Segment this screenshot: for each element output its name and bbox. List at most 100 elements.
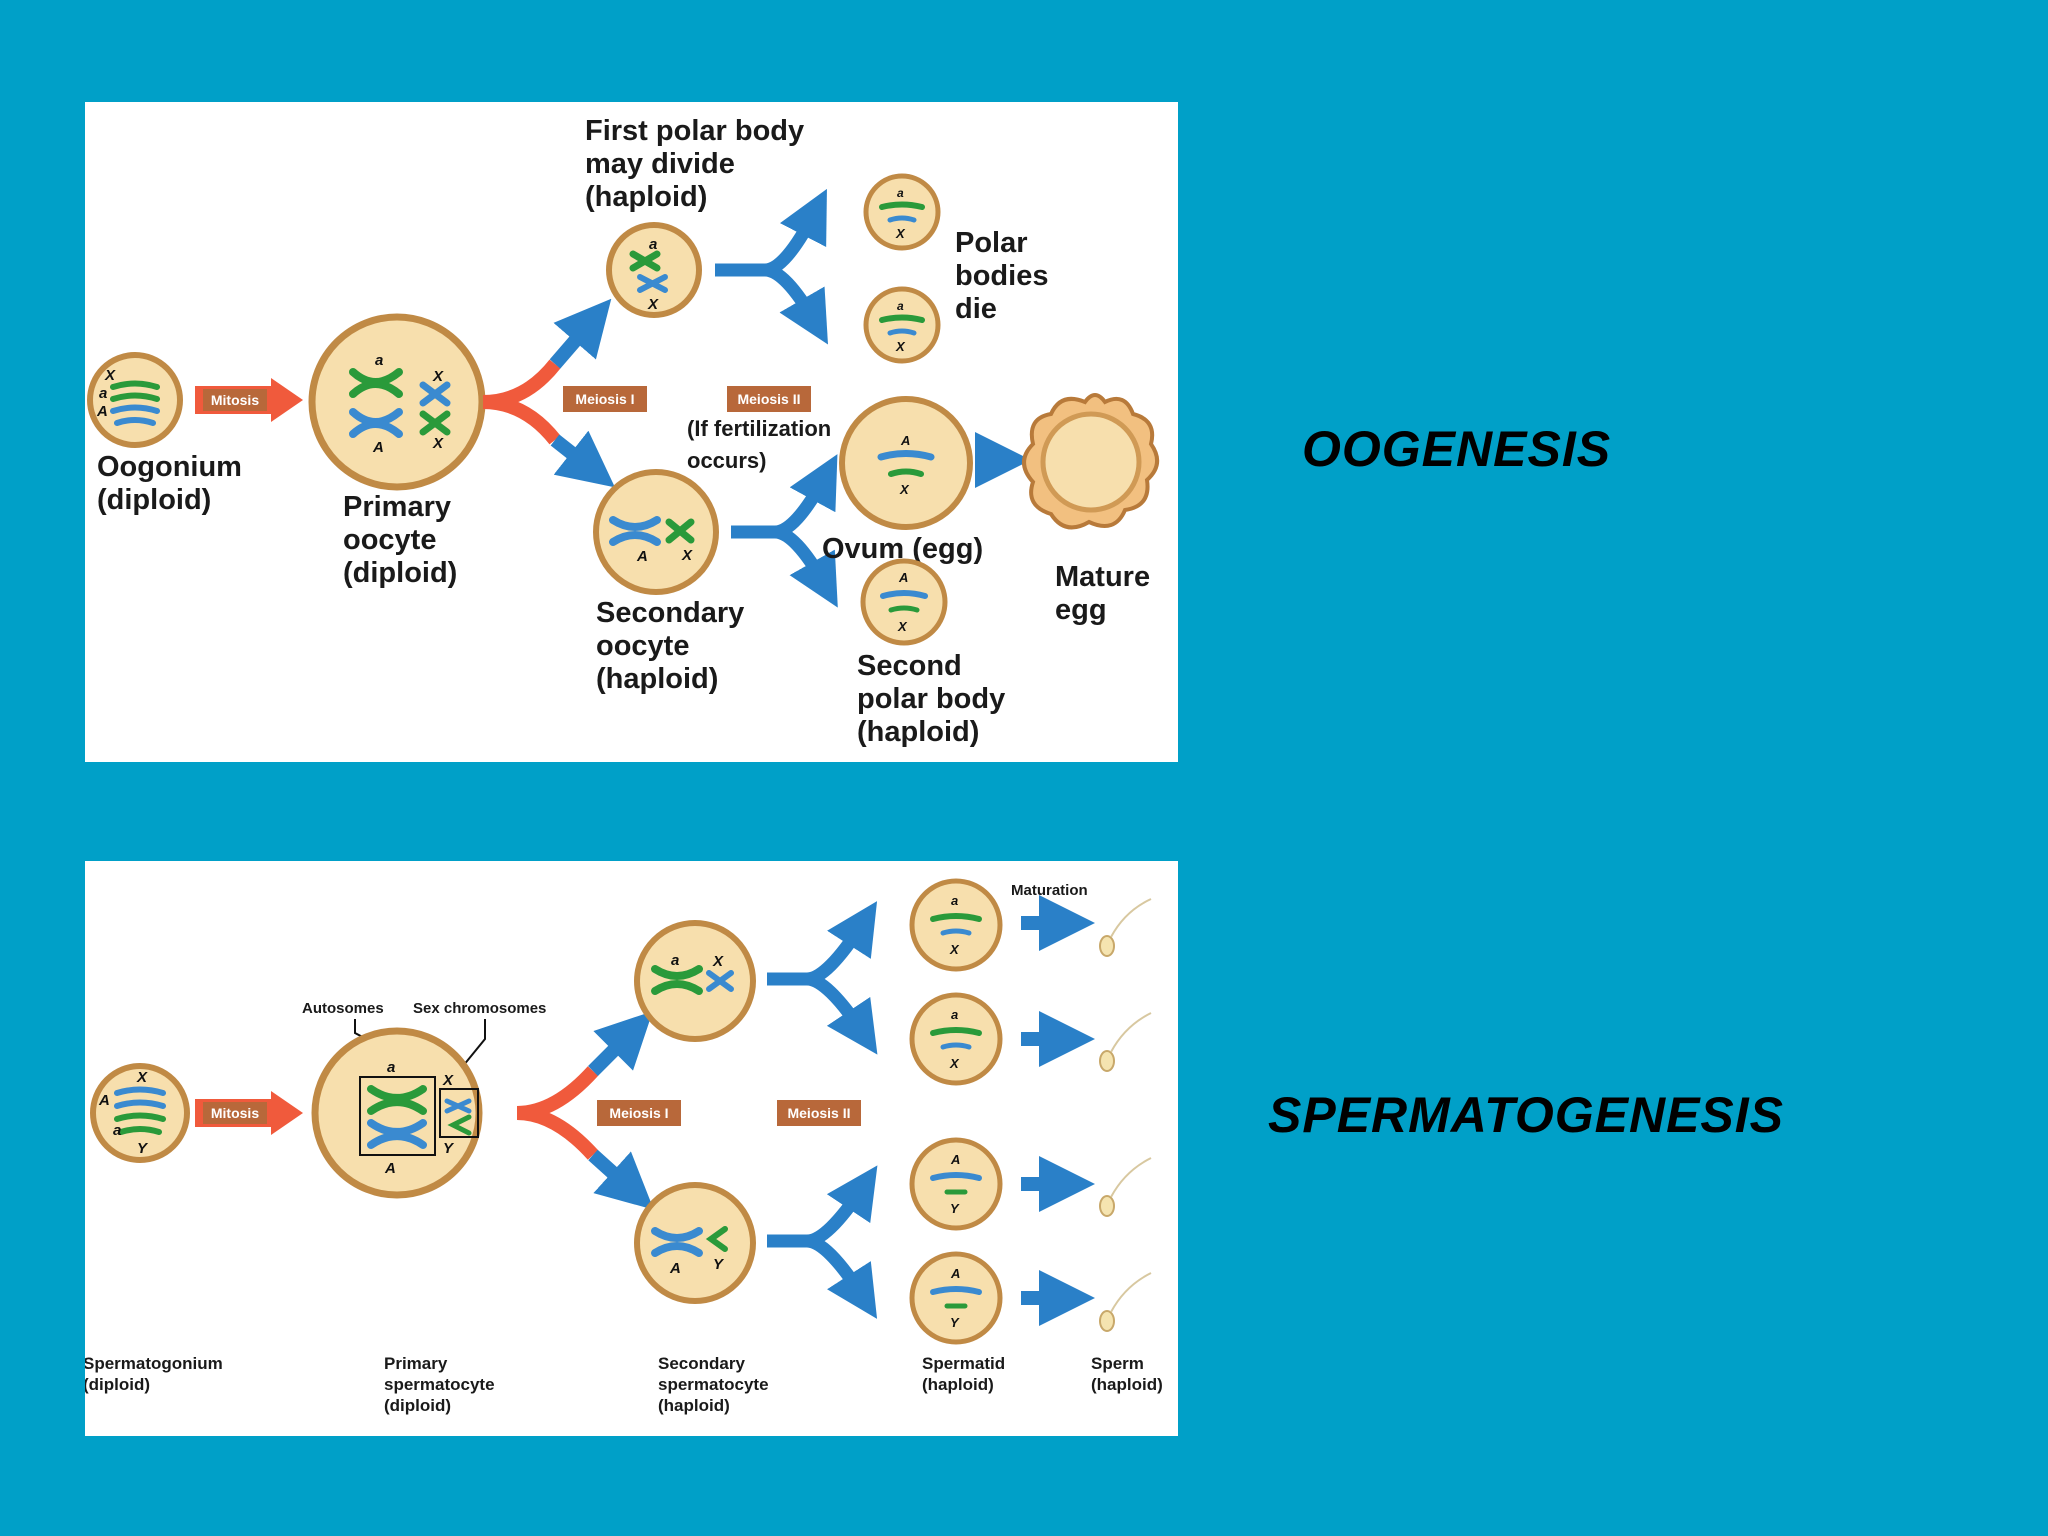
spermatogenesis-diagram: X A a Y Mitosis Autosomes Sex chromosome…: [85, 861, 1178, 1436]
chromosome-A-label: A: [96, 403, 108, 420]
chromosome-a-label: a: [671, 952, 679, 969]
chromosome-x-label: X: [681, 547, 693, 564]
spermatid-cell-4: A Y: [909, 1251, 1003, 1345]
spermatid-cell-2: a X: [909, 992, 1003, 1086]
primary-spermatocyte-label: Primary spermatocyte (diploid): [384, 1354, 499, 1415]
sperm-cell-4: [1099, 1272, 1152, 1332]
mitosis-arrow: Mitosis: [195, 378, 303, 422]
chromosome-A-label: A: [384, 1160, 396, 1177]
oogenesis-diagram: X a A Oogonium (diploid) Mitosis a A X X…: [85, 102, 1178, 762]
sperm-cell-3: [1099, 1157, 1152, 1217]
ovum-cell: A X: [839, 396, 973, 530]
meiosis-1-fork: Meiosis I: [482, 298, 647, 488]
secondary-spermatocyte-cell-top: a X: [634, 920, 756, 1042]
sex-chromosomes-leader-line: [462, 1019, 486, 1067]
chromosome-a-label: a: [951, 1007, 958, 1022]
sex-chromosomes-label: Sex chromosomes: [413, 1000, 546, 1017]
secondary-spermatocyte-label: Secondary spermatocyte (haploid): [658, 1354, 773, 1415]
meiosis-2-tag: Meiosis II: [787, 1105, 850, 1121]
secondary-oocyte-label: Secondary oocyte (haploid): [596, 597, 752, 695]
chromosome-y-label: Y: [950, 1201, 960, 1216]
chromosome-a-label: a: [375, 352, 383, 369]
meiosis-1-tag: Meiosis I: [575, 391, 634, 407]
oogonium-cell: X a A: [87, 352, 183, 448]
meiosis-1-tag: Meiosis I: [609, 1105, 668, 1121]
meiosis-2-split-arrows: [731, 454, 838, 608]
chromosome-a-label: a: [649, 236, 657, 253]
maturation-label: Maturation: [1011, 882, 1088, 899]
spermatogonium-label: Spermatogonium (diploid): [85, 1354, 228, 1394]
chromosome-a-label: a: [951, 893, 958, 908]
chromosome-x-label: X: [442, 1072, 454, 1089]
chromosome-a-label: a: [897, 299, 904, 313]
mitosis-tag: Mitosis: [211, 392, 259, 408]
primary-spermatocyte-cell: a A X Y: [311, 1027, 483, 1199]
chromosome-a-label: a: [99, 385, 107, 402]
maturation-arrows: [1021, 895, 1095, 1326]
chromosome-x-label: X: [432, 435, 444, 452]
chromosome-y-label: Y: [950, 1315, 960, 1330]
chromosome-y-label: Y: [137, 1140, 149, 1157]
chromosome-A-label: A: [98, 1092, 110, 1109]
chromosome-x-label: X: [895, 339, 906, 354]
polar-body-split-arrows: [715, 188, 828, 345]
meiosis-2-tag: Meiosis II: [737, 391, 800, 407]
mature-egg-label: Mature egg: [1055, 561, 1158, 626]
secondary-spermatocyte-cell-bottom: A Y: [634, 1182, 756, 1304]
sperm-cell-2: [1099, 1012, 1152, 1072]
meiosis-1-fork: Meiosis I: [516, 1011, 681, 1210]
first-polar-body-label: First polar body may divide (haploid): [585, 115, 812, 213]
chromosome-A-label: A: [669, 1260, 681, 1277]
first-polar-body-cell: a X: [606, 222, 702, 318]
mitosis-tag: Mitosis: [211, 1105, 259, 1121]
chromosome-A-label: A: [636, 548, 648, 565]
primary-oocyte-label: Primary oocyte (diploid): [343, 491, 459, 589]
chromosome-y-label: Y: [713, 1256, 725, 1273]
spermatogenesis-title: SPERMATOGENESIS: [1268, 1087, 1785, 1143]
meiosis-2-tag-bg: [777, 1100, 861, 1126]
mature-egg: [1022, 393, 1159, 530]
second-polar-body-label: Second polar body (haploid): [857, 650, 1013, 748]
chromosome-x-label: X: [432, 368, 444, 385]
chromosome-x-label: X: [949, 942, 960, 957]
spermatid-label: Spermatid (haploid): [922, 1354, 1010, 1394]
spermatid-cell-3: A Y: [909, 1137, 1003, 1231]
chromosome-a-label: a: [897, 186, 904, 200]
chromosome-y-label: Y: [443, 1140, 455, 1157]
chromosome-A-label: A: [372, 439, 384, 456]
chromosome-a-label: a: [387, 1059, 395, 1076]
chromosome-x-label: X: [104, 367, 116, 384]
chromosome-x-label: X: [949, 1056, 960, 1071]
chromosome-A-label: A: [898, 570, 908, 585]
oogonium-label: Oogonium (diploid): [97, 451, 250, 516]
chromosome-x-label: X: [895, 226, 906, 241]
spermatogonium-cell: X A a Y: [90, 1063, 190, 1163]
chromosome-A-label: A: [950, 1152, 960, 1167]
oogenesis-svg: X a A Oogonium (diploid) Mitosis a A X X…: [87, 115, 1159, 748]
primary-oocyte-cell: a A X X: [308, 313, 486, 491]
chromosome-x-label: X: [647, 296, 659, 313]
fertilization-note: (If fertilization occurs): [687, 416, 837, 473]
sperm-cell-1: [1099, 898, 1152, 957]
chromosome-x-label: X: [712, 953, 724, 970]
mitosis-arrow: Mitosis: [195, 1091, 303, 1135]
sperm-label: Sperm (haploid): [1091, 1354, 1163, 1394]
autosomes-label: Autosomes: [302, 1000, 384, 1017]
polar-body-cell-bottom: a X: [863, 286, 941, 364]
meiosis-2-fork-bottom: [767, 1165, 878, 1319]
spermatid-cell-1: a X: [909, 878, 1003, 972]
chromosome-A-label: A: [900, 433, 910, 448]
oogenesis-title: OOGENESIS: [1302, 421, 1612, 477]
polar-bodies-die-label: Polar bodies die: [955, 227, 1057, 325]
chromosome-A-label: A: [950, 1266, 960, 1281]
chromosome-x-label: X: [897, 619, 908, 634]
meiosis-2-tag-bg: [727, 386, 811, 412]
polar-body-cell-top: a X: [863, 173, 941, 251]
chromosome-x-label: X: [899, 482, 910, 497]
meiosis-2-fork-top: [767, 901, 878, 1055]
chromosome-x-label: X: [136, 1069, 148, 1086]
chromosome-a-label: a: [113, 1122, 121, 1139]
secondary-oocyte-cell: A X: [593, 469, 719, 595]
second-polar-body-cell: A X: [860, 558, 948, 646]
spermatogenesis-svg: X A a Y Mitosis Autosomes Sex chromosome…: [85, 878, 1163, 1415]
